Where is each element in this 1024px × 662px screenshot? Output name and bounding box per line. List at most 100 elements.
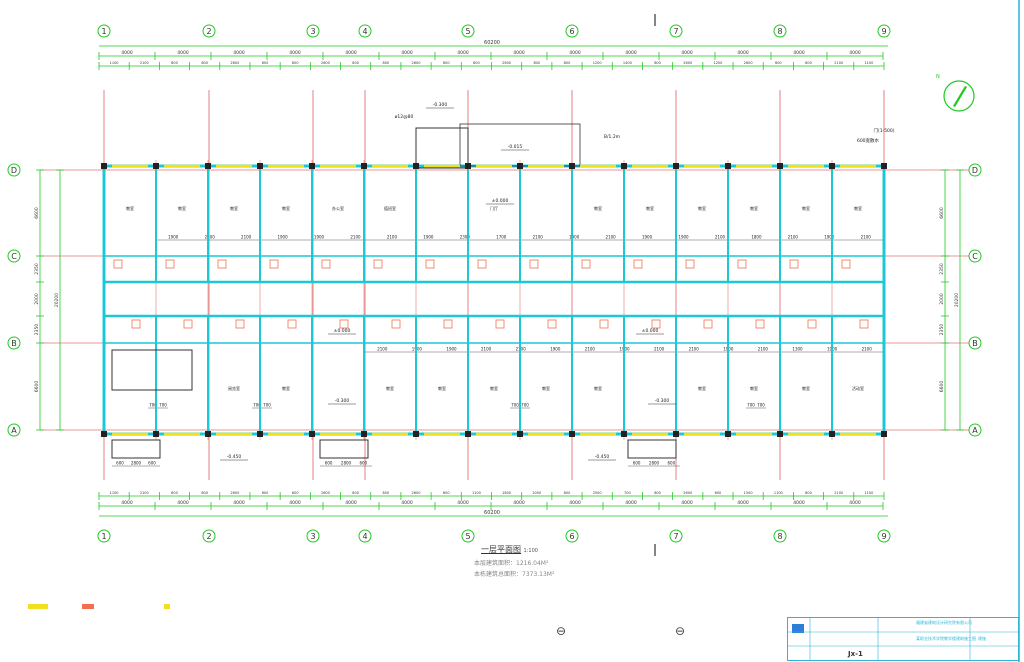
column-post (309, 163, 315, 169)
washroom-fixture (807, 319, 817, 329)
column-post (101, 163, 107, 169)
top-sub-dim-label: 1200 (713, 61, 722, 65)
washroom-fixture (217, 259, 227, 269)
room-label-top: 值班室 (384, 205, 396, 211)
washroom-fixture (703, 319, 713, 329)
column-post (153, 431, 159, 437)
room-label-bottom: 教室 (542, 385, 550, 391)
bottom-bay-dim-label: 4000 (625, 500, 637, 506)
washroom-fixture (755, 319, 765, 329)
room-label-top: 教室 (646, 205, 654, 211)
upper-room-dim-label: 2300 (460, 235, 471, 240)
section-symbol-icon: ⊖ (675, 624, 686, 638)
entry-step (627, 439, 677, 459)
title-block-code: Jx-1 (848, 650, 863, 658)
floor-area-text: 本层建筑面积：1216.04M² (474, 560, 549, 567)
room-label-bottom: 教室 (802, 385, 810, 391)
entry-dim-mid-label: 2800 (341, 461, 352, 466)
upper-room-dim-label: 1900 (423, 235, 434, 240)
title-block: 福建省建筑设计研究院有限公司 某职业技术学院教学楼建筑施工图 Jx-1 建施 (787, 617, 1019, 661)
room-label-top: 教室 (230, 205, 238, 211)
bottom-bay-dim-label: 4000 (233, 500, 245, 506)
entry-dim-left-label: 600 (116, 461, 124, 466)
room-label-bottom: 教室 (698, 385, 706, 391)
top-bay-dim-label: 4000 (569, 50, 581, 56)
bottom-sub-dim-label: 800 (805, 491, 812, 495)
column-post (777, 431, 783, 437)
room-label-top: 教室 (594, 205, 602, 211)
axis-bubble-row (7, 336, 21, 350)
axis-bubble-row-label: D (972, 166, 978, 175)
washroom-fixture (113, 259, 123, 269)
door-dim-1-label: 700 (159, 403, 167, 408)
bottom-bay-dim-label: 4000 (513, 500, 525, 506)
bottom-bay-dim-label: 4000 (793, 500, 805, 506)
bottom-sub-dim-label: 600 (715, 491, 722, 495)
lower-room-dim-label: 2100 (377, 347, 388, 352)
top-sub-dim-label: 2600 (412, 61, 421, 65)
washroom-fixture (269, 259, 279, 269)
bottom-sub-dim-label: 600 (443, 491, 450, 495)
entry-dim-mid-label: 600 (360, 461, 368, 466)
right-dim-label: 2350 (939, 324, 945, 336)
bottom-sub-dim-label: 1100 (774, 491, 783, 495)
bottom-sub-dim-label: 2600 (230, 491, 239, 495)
axis-bubble-row (968, 249, 982, 263)
washroom-fixture (633, 259, 643, 269)
lower-room-dim-label: 2100 (689, 347, 700, 352)
upper-room-dim-label: 2100 (715, 235, 726, 240)
level-mark-label: ±0.000 (492, 198, 509, 204)
washroom-fixture (685, 259, 695, 269)
bottom-sub-dim-label: 600 (292, 491, 299, 495)
room-label-bottom: 教室 (282, 385, 290, 391)
column-post (257, 431, 263, 437)
top-sub-dim-label: 600 (775, 61, 782, 65)
washroom-fixture (165, 259, 175, 269)
annotation-label: 600宽散水 (857, 137, 880, 144)
room-label-top: 教室 (750, 205, 758, 211)
axis-bubble-row (7, 163, 21, 177)
door-dim-4-label: 700 (747, 403, 755, 408)
top-bay-dim-label: 4000 (233, 50, 245, 56)
wall-layout (102, 123, 886, 459)
north-label: N (936, 74, 940, 80)
top-sub-dim-label: 800 (201, 61, 208, 65)
entry-dim-mid-label: 600 (325, 461, 333, 466)
bottom-sub-dim-label: 700 (624, 491, 631, 495)
overall-dim-label-bottom: 60200 (484, 510, 500, 516)
axis-bubble-column-label: 2 (206, 27, 211, 36)
entry-dim-right-label: 2800 (649, 461, 660, 466)
legend-swatch-yellow (28, 604, 48, 609)
axis-bubble-column (877, 24, 891, 38)
entry-step (111, 439, 161, 459)
room-label-bottom: 阅览室 (228, 385, 240, 391)
column-post (413, 163, 419, 169)
annotation-label: B/1.2m (604, 134, 620, 140)
column-post (517, 163, 523, 169)
title-block-company: 福建省建筑设计研究院有限公司 (916, 620, 972, 625)
column-post (309, 431, 315, 437)
upper-room-dim-label: 2100 (861, 235, 872, 240)
section-symbol-icon: ⊖ (556, 624, 567, 638)
axis-bubble-row (968, 336, 982, 350)
top-sub-dim-label: 600 (262, 61, 269, 65)
upper-room-dim-label: 2100 (387, 235, 398, 240)
entry-step (319, 439, 369, 459)
lower-room-dim-label: 1900 (550, 347, 561, 352)
top-sub-dim-label: 600 (805, 61, 812, 65)
column-post (517, 431, 523, 437)
axis-bubble-row-label: B (11, 339, 17, 348)
washroom-fixture (339, 319, 349, 329)
washroom-fixture (477, 259, 487, 269)
column-post (465, 163, 471, 169)
upper-room-dim-label: 2100 (205, 235, 216, 240)
level-mark-label: -0.300 (433, 102, 448, 108)
room-label-bottom: 活动室 (852, 385, 864, 391)
washroom-fixture (235, 319, 245, 329)
axis-bubble-column (773, 24, 787, 38)
upper-room-dim-label: 1900 (824, 235, 835, 240)
top-sub-dim-label: 600 (292, 61, 299, 65)
axis-bubble-row-label: B (972, 339, 978, 348)
axis-bubble-row (7, 423, 21, 437)
